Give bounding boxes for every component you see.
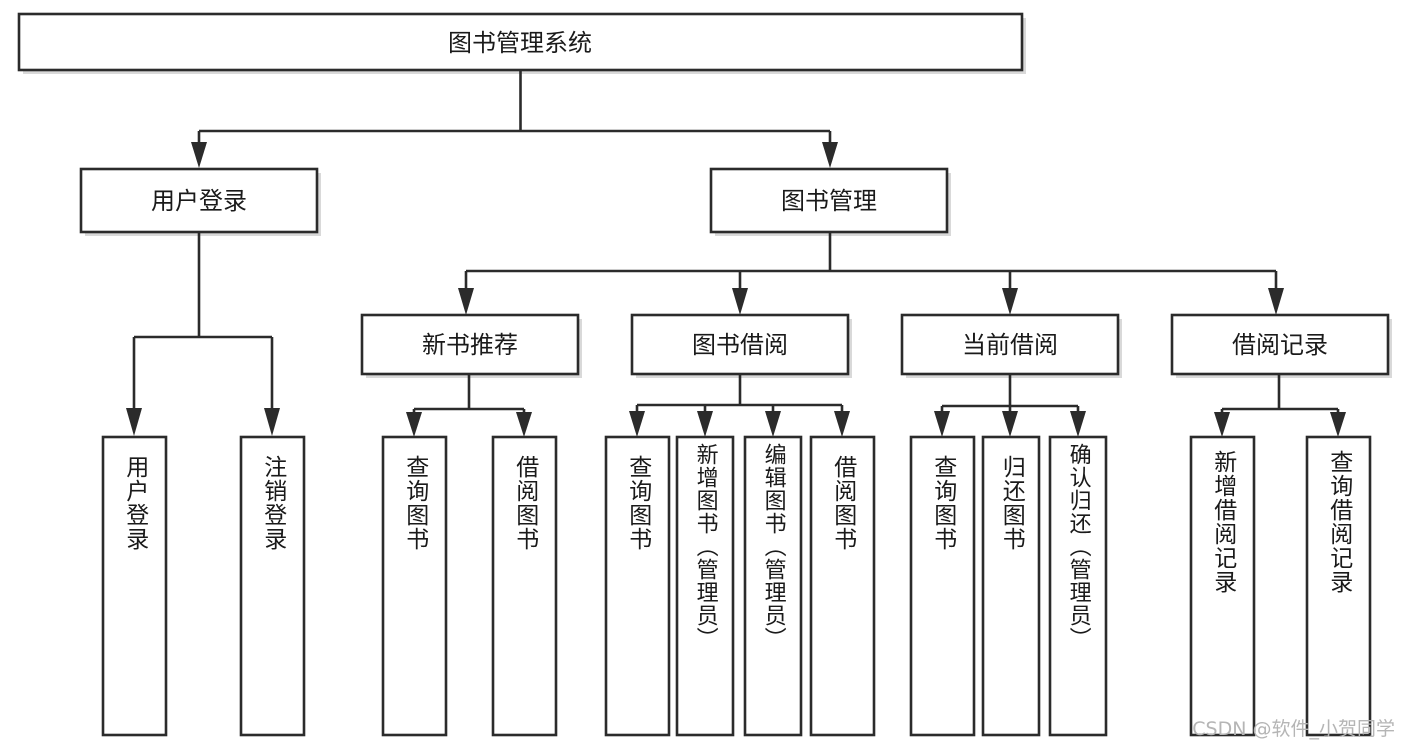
- leaf-borrow-book-rec[interactable]: 借阅图书: [493, 455, 556, 725]
- node-book-borrow-rect[interactable]: [630, 313, 850, 376]
- node-leaf-confirm-return-rect[interactable]: [1048, 435, 1108, 737]
- arrow-br-leaf1: [1214, 412, 1230, 437]
- arrow-bm-cb: [1002, 288, 1018, 315]
- node-book-borrow-label: 图书借阅: [692, 331, 788, 359]
- leaf-add-record-label: 新增借阅记录: [1209, 450, 1236, 594]
- leaf-user-logout[interactable]: 注销登录: [241, 455, 304, 725]
- node-borrow-record-rect[interactable]: [1170, 313, 1390, 376]
- leaf-query-book-rec-label: 查询图书: [401, 455, 428, 551]
- arrow-nbr-leaf1: [406, 412, 422, 437]
- node-new-book-rec-label: 新书推荐: [422, 331, 518, 359]
- leaf-query-book-bb[interactable]: 查询图书: [606, 455, 669, 725]
- leaf-edit-book[interactable]: 编辑图书（管理员）: [745, 443, 801, 731]
- leaf-return-book-label: 归还图书: [998, 455, 1025, 551]
- leaf-confirm-return[interactable]: 确认归还（管理员）: [1050, 443, 1106, 731]
- node-borrow-record-label: 借阅记录: [1232, 331, 1328, 359]
- node-leaf-query-book-rec-rect[interactable]: [381, 435, 448, 737]
- arrow-bb-leaf4: [834, 411, 850, 437]
- node-leaf-query-book-cb-rect[interactable]: [909, 435, 976, 737]
- leaf-query-book-cb[interactable]: 查询图书: [911, 455, 974, 725]
- edges: [126, 71, 1346, 437]
- node-leaf-add-book-rect[interactable]: [675, 435, 735, 737]
- arrow-bb-leaf3: [765, 411, 781, 437]
- leaf-query-record-label: 查询借阅记录: [1325, 450, 1352, 594]
- leaf-add-record[interactable]: 新增借阅记录: [1191, 450, 1254, 728]
- node-user-login-label: 用户登录: [151, 187, 247, 215]
- arrow-ul-leaf2: [264, 408, 280, 436]
- node-borrow-record[interactable]: 借阅记录: [1170, 313, 1390, 376]
- node-new-book-rec[interactable]: 新书推荐: [360, 313, 580, 376]
- leaf-query-book-rec[interactable]: 查询图书: [383, 455, 446, 725]
- arrow-root-to-user-login: [191, 142, 207, 168]
- arrow-bm-bb: [732, 288, 748, 315]
- arrow-nbr-leaf2: [516, 412, 532, 437]
- node-leaf-borrow-book-bb-rect[interactable]: [809, 435, 876, 737]
- node-book-manage[interactable]: 图书管理: [709, 167, 949, 234]
- leaf-user-login-label: 用户登录: [121, 455, 148, 551]
- node-leaf-query-record-rect[interactable]: [1305, 435, 1372, 737]
- node-leaf-return-book-rect[interactable]: [981, 435, 1041, 737]
- leaf-borrow-book-bb[interactable]: 借阅图书: [811, 455, 874, 725]
- node-current-borrow-rect[interactable]: [900, 313, 1120, 376]
- node-user-login-rect[interactable]: [79, 167, 319, 234]
- node-book-borrow[interactable]: 图书借阅: [630, 313, 850, 376]
- arrow-bm-nbr: [458, 288, 474, 315]
- node-root[interactable]: 图书管理系统: [17, 12, 1024, 72]
- leaf-confirm-return-label: 确认归还（管理员）: [1065, 443, 1091, 650]
- leaf-borrow-book-rec-label: 借阅图书: [511, 455, 538, 551]
- node-leaf-user-login-rect[interactable]: [101, 435, 168, 737]
- arrow-root-to-book-manage: [822, 142, 838, 168]
- arrow-bb-leaf1: [629, 411, 645, 437]
- arrow-ul-leaf1: [126, 408, 142, 436]
- arrow-cb-leaf3: [1070, 411, 1086, 437]
- node-new-book-rec-rect[interactable]: [360, 313, 580, 376]
- arrow-bb-leaf2: [697, 411, 713, 437]
- arrow-cb-leaf2: [1002, 411, 1018, 437]
- node-leaf-add-record-rect[interactable]: [1189, 435, 1256, 737]
- node-book-manage-label: 图书管理: [781, 187, 877, 215]
- node-root-label: 图书管理系统: [448, 29, 592, 57]
- leaf-user-login[interactable]: 用户登录: [103, 455, 166, 725]
- leaf-boxes: [101, 435, 1372, 737]
- leaf-query-book-cb-label: 查询图书: [929, 455, 956, 551]
- leaf-query-record[interactable]: 查询借阅记录: [1307, 450, 1370, 728]
- node-current-borrow[interactable]: 当前借阅: [900, 313, 1120, 376]
- leaf-user-logout-label: 注销登录: [259, 455, 286, 551]
- node-leaf-user-logout-rect[interactable]: [239, 435, 306, 737]
- node-leaf-query-book-bb-rect[interactable]: [604, 435, 671, 737]
- node-leaf-edit-book-rect[interactable]: [743, 435, 803, 737]
- leaf-edit-book-label: 编辑图书（管理员）: [760, 443, 786, 650]
- leaf-add-book[interactable]: 新增图书（管理员）: [677, 443, 733, 731]
- node-leaf-borrow-book-rec-rect[interactable]: [491, 435, 558, 737]
- csdn-watermark: CSDN @软件_小贺同学: [1192, 718, 1395, 740]
- arrow-br-leaf2: [1330, 412, 1346, 437]
- node-book-manage-rect[interactable]: [709, 167, 949, 234]
- leaf-add-book-label: 新增图书（管理员）: [692, 443, 718, 650]
- arrow-cb-leaf1: [934, 411, 950, 437]
- leaf-query-book-bb-label: 查询图书: [624, 455, 651, 551]
- arrow-bm-br: [1268, 288, 1284, 315]
- node-root-rect[interactable]: [17, 12, 1024, 72]
- node-current-borrow-label: 当前借阅: [962, 331, 1058, 359]
- leaf-return-book[interactable]: 归还图书: [983, 455, 1039, 725]
- leaf-borrow-book-bb-label: 借阅图书: [829, 455, 856, 551]
- node-user-login[interactable]: 用户登录: [79, 167, 319, 234]
